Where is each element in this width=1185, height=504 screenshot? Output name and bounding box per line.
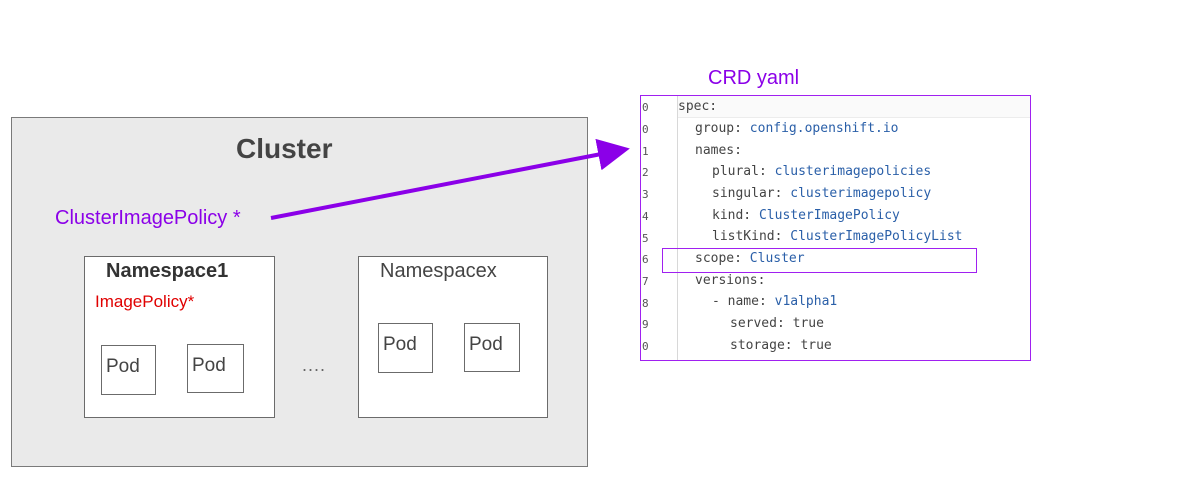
code-value: v1alpha1 [774,294,838,309]
line-number: 2 [642,166,649,179]
code-line-scope: scope: Cluster [695,251,805,267]
code-key: served: [730,316,785,331]
code-line-kind: kind: ClusterImagePolicy [712,208,900,224]
line-number: 1 [642,145,649,158]
code-value: config.openshift.io [749,121,899,136]
pod-box: Pod [378,323,433,373]
current-line-highlight [678,96,1030,118]
code-line-storage: storage: true [730,338,832,354]
code-value: ClusterImagePolicyList [790,229,963,244]
line-number: 0 [642,123,649,136]
code-value: clusterimagepolicy [790,186,932,201]
scope-highlight-box [662,248,977,273]
code-key: singular: [712,186,783,201]
line-number: 8 [642,297,649,310]
code-line-names: names: [695,143,742,159]
line-number: 6 [642,253,649,266]
code-line-versions: versions: [695,273,765,289]
code-line-listkind: listKind: ClusterImagePolicyList [712,229,962,245]
code-key: spec: [678,99,718,114]
crd-yaml-title: CRD yaml [708,67,800,89]
namespacex-title: Namespacex [380,260,497,282]
line-number: 4 [642,210,649,223]
code-value: true [800,338,832,353]
code-line-spec: spec: [678,99,717,115]
code-value: clusterimagepolicies [774,164,932,179]
pod-box: Pod [101,345,156,395]
code-line-name: - name: v1alpha1 [712,294,837,310]
code-line-plural: plural: clusterimagepolicies [712,164,931,180]
pod-box: Pod [464,323,520,372]
code-value: true [792,316,824,331]
cluster-image-policy-label: ClusterImagePolicy * [55,207,241,229]
code-line-group: group: config.openshift.io [695,121,899,137]
code-key: kind: [712,208,752,223]
namespace1-title: Namespace1 [106,260,229,282]
code-key: plural: [712,164,767,179]
cluster-title: Cluster [236,133,333,164]
gutter-divider [677,96,678,360]
code-key: versions: [695,273,766,288]
pod-box: Pod [187,344,244,393]
code-key: group: [695,121,742,136]
image-policy-label: ImagePolicy* [95,292,195,311]
line-number: 5 [642,232,649,245]
code-line-served: served: true [730,316,824,332]
code-key: - name: [712,294,767,309]
line-number: 7 [642,275,649,288]
code-value: ClusterImagePolicy [758,208,900,223]
ellipsis: .... [302,355,327,375]
line-number: 0 [642,340,649,353]
code-key: listKind: [712,229,783,244]
code-key: names: [695,143,742,158]
code-key: scope: [695,251,742,266]
line-number: 3 [642,188,649,201]
line-number: 0 [642,101,649,114]
crd-yaml-box [640,95,1031,361]
code-key: storage: [730,338,793,353]
code-value: Cluster [749,251,805,266]
code-line-singular: singular: clusterimagepolicy [712,186,931,202]
line-number: 9 [642,318,649,331]
